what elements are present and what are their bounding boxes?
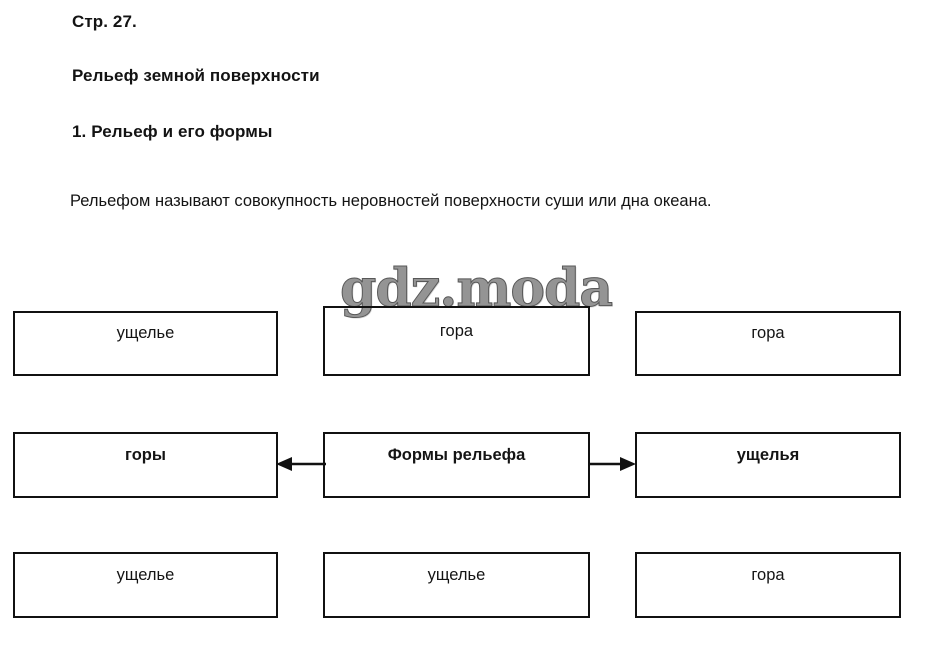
section-subheading: 1. Рельеф и его формы (72, 122, 273, 141)
diagram-box-row1-col2[interactable]: гора (323, 306, 590, 376)
diagram-box-label: гора (751, 565, 785, 584)
diagram-box-row1-col3[interactable]: гора (635, 311, 901, 376)
page-reference: Стр. 27. (72, 12, 137, 31)
arrow-right-icon (588, 457, 636, 471)
diagram-box-root[interactable]: Формы рельефа (323, 432, 590, 498)
page-title: Рельеф земной поверхности (72, 66, 320, 85)
diagram-box-row3-col2[interactable]: ущелье (323, 552, 590, 618)
diagram-root-label: Формы рельефа (387, 445, 526, 464)
body-paragraph: Рельефом называют совокупность неровност… (70, 192, 712, 210)
diagram-box-label: гора (439, 321, 474, 340)
diagram-box-label: горы (125, 445, 166, 464)
arrow-left-icon (276, 457, 326, 471)
diagram-box-row2-col3[interactable]: ущелья (635, 432, 901, 498)
diagram-box-row3-col3[interactable]: гора (635, 552, 901, 618)
diagram-box-row3-col1[interactable]: ущелье (13, 552, 278, 618)
diagram-box-row1-col1[interactable]: ущелье (13, 311, 278, 376)
diagram-box-label: ущелье (116, 324, 175, 342)
diagram-box-label: ущелье (116, 565, 175, 584)
diagram-box-label: ущелье (427, 565, 486, 584)
diagram-box-label: ущелья (736, 445, 800, 464)
diagram-box-label: гора (751, 324, 785, 342)
diagram-box-row2-col1[interactable]: горы (13, 432, 278, 498)
